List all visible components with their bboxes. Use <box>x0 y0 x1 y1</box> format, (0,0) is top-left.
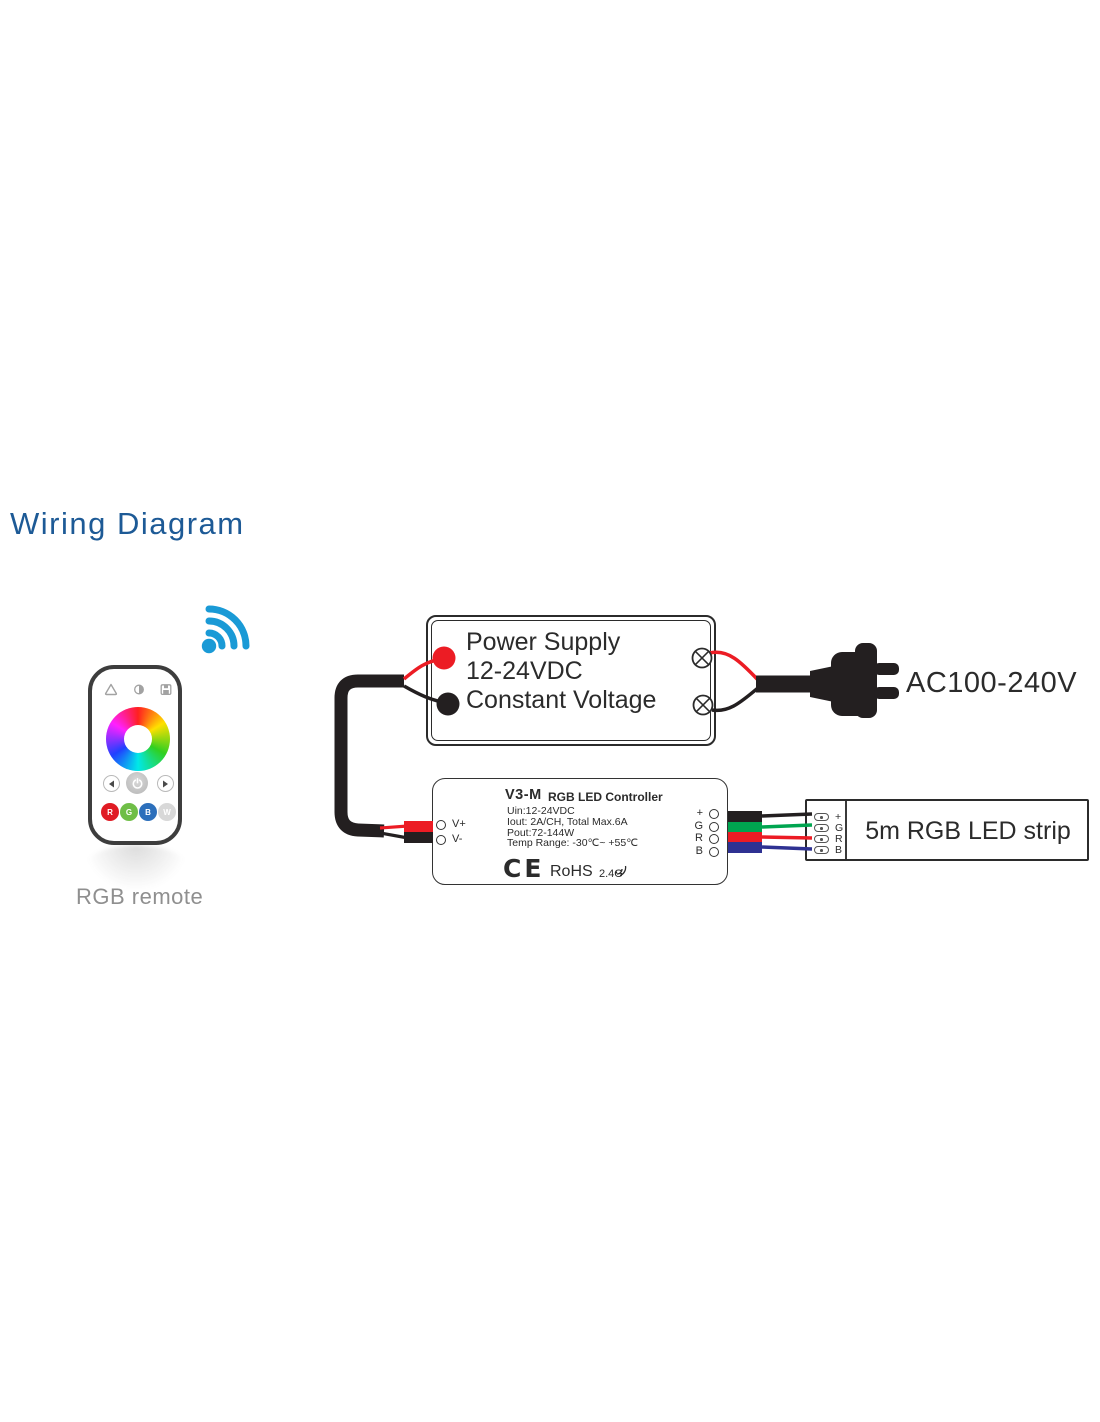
ac-plug-icon <box>810 643 899 718</box>
terminal-out-b-label: B <box>695 845 703 857</box>
strip-pad-g-label: G <box>835 822 844 834</box>
strip-pad-plus-label: + <box>835 811 842 823</box>
power-supply-line1: Power Supply <box>466 628 621 656</box>
terminal-v-plus-label: V+ <box>452 818 466 830</box>
strip-pad-plus <box>814 813 829 821</box>
out-r-block <box>728 832 762 842</box>
vminus-connector-block <box>404 832 433 843</box>
strip-pad-r-label: R <box>835 833 843 845</box>
ce-mark: CE <box>503 854 545 883</box>
ac-voltage-label: AC100-240V <box>906 667 1078 699</box>
remote-caption: RGB remote <box>76 884 204 909</box>
rgb-remote: R G B W <box>88 665 182 845</box>
wifi-signal-icon <box>201 605 250 654</box>
scene-button-icon <box>104 683 118 696</box>
strip-pad-b <box>814 846 829 854</box>
power-button <box>126 772 148 794</box>
spec-iout: Iout: 2A/CH, Total Max.6A <box>507 815 628 828</box>
led-strip-box: + G R B 5m RGB LED strip <box>805 799 1089 861</box>
terminal-v-minus <box>436 835 446 845</box>
controller-product: RGB LED Controller <box>548 790 663 804</box>
led-strip-label: 5m RGB LED strip <box>865 817 1071 845</box>
power-supply-box: Power Supply 12-24VDC Constant Voltage <box>426 615 716 746</box>
save-button-icon <box>160 684 172 696</box>
spec-pout: Pout:72-144W <box>507 826 575 839</box>
left-arrow-button <box>103 775 120 792</box>
vplus-connector-block <box>404 821 433 832</box>
page-title: Wiring Diagram <box>10 506 245 541</box>
terminal-out-r-label: R <box>695 832 703 844</box>
terminal-out-b <box>709 847 719 857</box>
power-icon <box>132 777 142 789</box>
terminal-v-plus <box>436 820 446 830</box>
right-arrow-button <box>157 775 174 792</box>
terminal-out-r <box>709 834 719 844</box>
out-plus-block <box>728 811 762 822</box>
dc-power-cable <box>334 674 433 843</box>
terminal-out-g-label: G <box>694 820 703 832</box>
rf-2-4g-mark: 2.4G <box>599 868 623 880</box>
controller-box: V3-M RGB LED Controller Uin:12-24VDC Iou… <box>432 778 728 885</box>
color-wheel <box>106 707 170 771</box>
strip-pad-g <box>814 824 829 832</box>
strip-pad-b-label: B <box>835 844 843 856</box>
power-supply-line2: 12-24VDC <box>466 657 583 685</box>
rohs-mark: RoHS <box>550 863 593 880</box>
spec-temp: Temp Range: -30℃~ +55℃ <box>507 837 638 850</box>
spec-uin: Uin:12-24VDC <box>507 805 575 817</box>
green-button: G <box>120 803 138 821</box>
power-supply-text: Power Supply 12-24VDC Constant Voltage <box>466 628 656 715</box>
red-button: R <box>101 803 119 821</box>
terminal-v-minus-label: V- <box>452 833 463 845</box>
left-arrow-icon <box>109 780 114 787</box>
rf-signal-icon <box>614 865 627 876</box>
strip-pad-r <box>814 835 829 843</box>
brightness-button-icon <box>134 684 144 695</box>
blue-button: B <box>139 803 157 821</box>
out-g-block <box>728 822 762 832</box>
rgb-output-cable <box>728 811 813 853</box>
right-arrow-icon <box>163 780 168 787</box>
white-button: W <box>158 803 176 821</box>
power-supply-line3: Constant Voltage <box>466 686 657 714</box>
strip-pad-divider <box>845 801 847 859</box>
terminal-out-plus-label: + <box>696 807 703 819</box>
out-b-block <box>728 842 762 853</box>
terminal-out-g <box>709 822 719 832</box>
controller-model: V3-M <box>505 787 542 803</box>
terminal-out-plus <box>709 809 719 819</box>
remote-reflection <box>84 845 188 891</box>
controller-specs: Uin:12-24VDC Iout: 2A/CH, Total Max.6A P… <box>507 806 638 849</box>
